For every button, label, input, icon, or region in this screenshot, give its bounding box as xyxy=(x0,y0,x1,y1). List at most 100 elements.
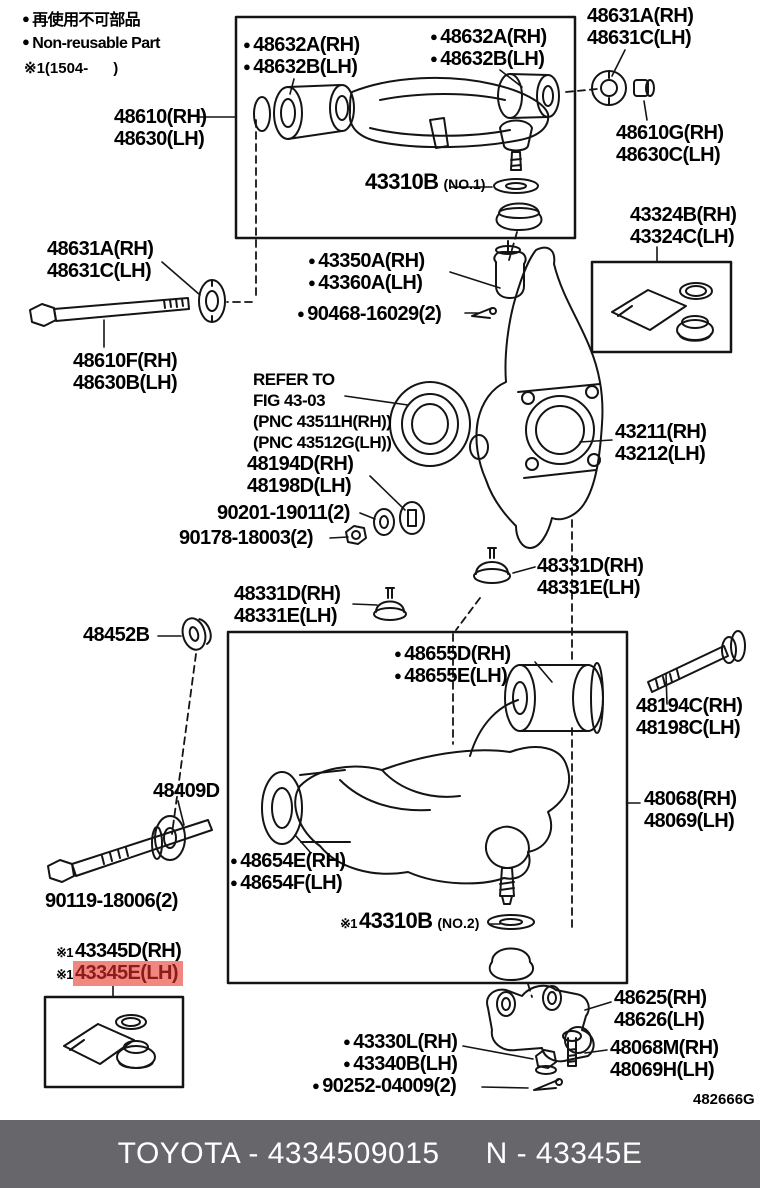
label-knuckle: 43211(RH) 43212(LH) xyxy=(615,421,707,465)
label-nut: 90178-18003(2) xyxy=(179,527,314,549)
part-number-lh: 48331E(LH) xyxy=(234,605,338,627)
washer-nut-cluster-art xyxy=(345,501,425,545)
non-reusable-bullet-icon: ● xyxy=(308,275,316,290)
part-number: 90468-16029(2) xyxy=(307,303,442,325)
part-number-rh: 48610F(RH) xyxy=(73,350,178,372)
highlighted-part-number-lh: 43345E(LH) xyxy=(72,961,183,986)
label-lower-bushing-front: ●48654E(RH) ●48654F(LH) xyxy=(230,850,346,894)
legend-en-text: Non-reusable Part xyxy=(32,35,160,52)
part-number-lh: 48198C(LH) xyxy=(636,717,741,739)
footer-part-reference: N - 43345E xyxy=(485,1137,643,1170)
refer-line2: FIG 43-03 xyxy=(253,391,326,410)
knuckle-art xyxy=(389,246,604,549)
non-reusable-bullet-icon: ● xyxy=(297,306,305,321)
part-number-rh: 48632A(RH) xyxy=(440,26,547,48)
part-number-rh: 43330L(RH) xyxy=(353,1031,458,1053)
non-reusable-bullet-icon: ● xyxy=(343,1034,351,1049)
non-reusable-bullet-icon: ● xyxy=(230,875,238,890)
lower-bracket-art xyxy=(486,984,595,1091)
cam-washer-nut-right-art xyxy=(591,70,655,106)
diagram-code: 482666G xyxy=(693,1091,755,1108)
part-number-rh: 43345D(RH) xyxy=(74,940,182,962)
label-bump-stop-right: 48331D(RH) 48331E(LH) xyxy=(537,555,644,599)
refer-line4: (PNC 43512G(LH)) xyxy=(253,433,392,452)
part-number-lh: 48655E(LH) xyxy=(404,665,508,687)
bump-stop-right-art xyxy=(473,547,511,584)
part-number-suffix: (NO.1) xyxy=(443,176,486,192)
part-number-rh: 48631A(RH) xyxy=(47,238,154,260)
leader-lines xyxy=(103,49,668,1089)
label-grommet: 48452B xyxy=(83,624,150,646)
part-number: 43310B xyxy=(358,908,433,933)
non-reusable-bullet-icon: ● xyxy=(308,253,316,268)
part-number-rh: 48331D(RH) xyxy=(537,555,644,577)
label-upper-bushing-left: ●48632A(RH) ●48632B(LH) xyxy=(243,34,360,78)
boot-kit-box xyxy=(43,995,185,1089)
non-reusable-bullet-icon: ● xyxy=(230,853,238,868)
legend-non-reusable-en: ●Non-reusable Part xyxy=(22,31,160,55)
non-reusable-bullet-icon: ● xyxy=(430,51,438,66)
part-number-rh: 43211(RH) xyxy=(615,421,707,443)
part-number-rh: 48331D(RH) xyxy=(234,583,341,605)
label-ball-joint-nut: ●43330L(RH) ●43340B(LH) xyxy=(343,1031,458,1075)
seal-kit-box xyxy=(590,260,733,354)
label-lower-ball-joint: ※143310B (NO.2) xyxy=(340,910,479,935)
label-cam-washer-front: 48409D xyxy=(153,780,220,802)
label-upper-arm: 48610(RH) 48630(LH) xyxy=(114,106,207,150)
upper-control-arm-art xyxy=(253,73,560,231)
part-number-lh: 48632B(LH) xyxy=(253,56,358,78)
part-number-lh: 48630C(LH) xyxy=(616,144,721,166)
non-reusable-bullet-icon: ● xyxy=(243,37,251,52)
seal-kit-contents-art xyxy=(611,282,714,342)
footer-bar: TOYOTA - 4334509015 N - 43345E xyxy=(0,1120,760,1188)
label-upper-arm-bolt: 48610F(RH) 48630B(LH) xyxy=(73,350,178,394)
non-reusable-bullet-icon: ● xyxy=(312,1078,320,1093)
assembly-dashed-lines xyxy=(171,88,598,998)
non-reusable-bullet-icon: ● xyxy=(394,668,402,683)
part-number-rh: 43324B(RH) xyxy=(630,204,737,226)
part-number-lh: 48630(LH) xyxy=(114,128,205,150)
lower-control-arm-art xyxy=(261,662,604,981)
label-washer: 90201-19011(2) xyxy=(217,502,350,524)
part-number-lh: 48630B(LH) xyxy=(73,372,178,394)
star-mark: ※1 xyxy=(56,945,74,960)
non-reusable-bullet-icon: ● xyxy=(22,11,30,26)
part-number-lh: 48632B(LH) xyxy=(440,48,545,70)
part-number-rh: 48068(RH) xyxy=(644,788,737,810)
legend-jp-text: 再使用不可部品 xyxy=(32,12,141,29)
part-number-lh: 48198D(LH) xyxy=(247,475,352,497)
upper-arm-box xyxy=(234,15,577,240)
lower-arm-box xyxy=(226,630,629,985)
part-number-lh: 43212(LH) xyxy=(615,443,706,465)
part-number-suffix: (NO.2) xyxy=(437,915,480,931)
part-number-lh: 48626(LH) xyxy=(614,1009,705,1031)
diagram-line-art xyxy=(29,15,746,1091)
label-lower-arm: 48068(RH) 48069(LH) xyxy=(644,788,737,832)
bump-stop-left-art xyxy=(373,587,407,621)
star-mark: ※1 xyxy=(56,967,74,982)
non-reusable-bullet-icon: ● xyxy=(22,34,30,49)
part-number-lh: 48069(LH) xyxy=(644,810,735,832)
boot-kit-contents-art xyxy=(63,1014,156,1069)
non-reusable-bullet-icon: ● xyxy=(243,59,251,74)
part-number-lh: 48654F(LH) xyxy=(240,872,343,894)
part-number-rh: 48654E(RH) xyxy=(240,850,346,872)
part-number-rh: 48631A(RH) xyxy=(587,5,694,27)
part-number-rh: 48610(RH) xyxy=(114,106,207,128)
knuckle-stop-art xyxy=(471,240,527,319)
part-number-rh: 43350A(RH) xyxy=(318,250,425,272)
label-cotter-pin-lower: ●90252-04009(2) xyxy=(312,1075,457,1097)
part-number-lh: 43324C(LH) xyxy=(630,226,735,248)
label-lower-bracket: 48625(RH) 48626(LH) xyxy=(614,987,707,1031)
label-cotter-pin-upper: ●90468-16029(2) xyxy=(297,303,442,325)
part-number-lh: 48631C(LH) xyxy=(587,27,692,49)
label-knuckle-stop: ●43350A(RH) ●43360A(LH) xyxy=(308,250,425,294)
star-mark: ※1 xyxy=(340,916,358,931)
label-lower-arm-bolt-rear: 48194C(RH) 48198C(LH) xyxy=(636,695,743,739)
part-number-rh: 48610G(RH) xyxy=(616,122,724,144)
part-number-lh: 48069H(LH) xyxy=(610,1059,715,1081)
part-number-rh: 48194C(RH) xyxy=(636,695,743,717)
part-number-rh: 48068M(RH) xyxy=(610,1037,719,1059)
